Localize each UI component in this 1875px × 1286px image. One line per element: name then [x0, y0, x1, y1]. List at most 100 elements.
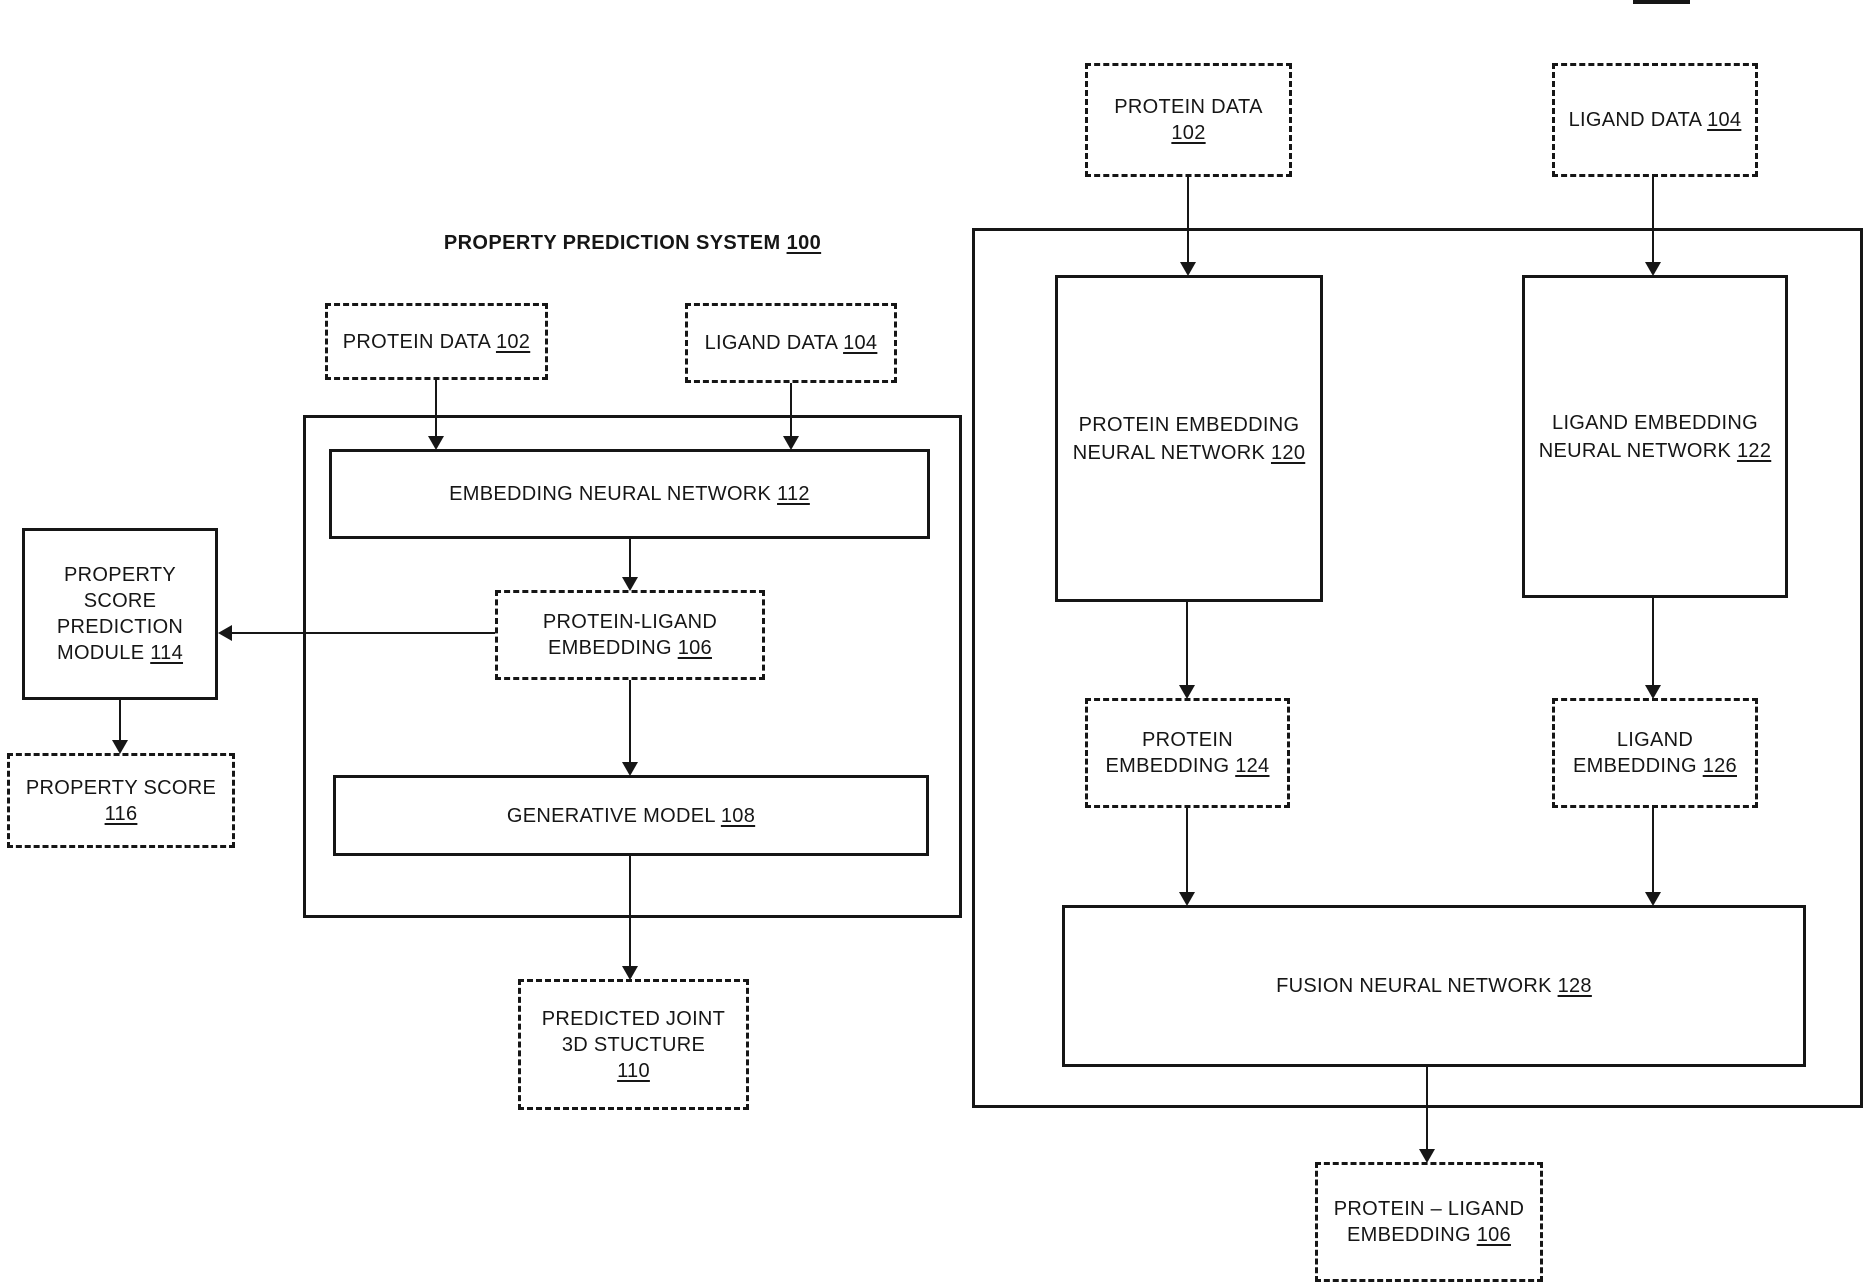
embedding-neural-network-label: EMBEDDING NEURAL NETWORK	[449, 483, 772, 505]
arrow-penn-to-protein-embedding-head	[1179, 685, 1195, 699]
penn-ref: 120	[1270, 441, 1306, 464]
arrow-enn-to-embedding-line	[629, 539, 631, 579]
left-protein-ligand-embedding-label2: EMBEDDING	[548, 637, 672, 659]
psp-module-ref: 114	[150, 642, 184, 664]
ligand-embedding-neural-network-box: LIGAND EMBEDDING NEURAL NETWORK 122	[1522, 275, 1788, 598]
generative-model-box: GENERATIVE MODEL 108	[333, 775, 929, 856]
predicted-joint-line3: 110	[617, 1058, 650, 1084]
left-protein-data-label: PROTEIN DATA	[342, 330, 491, 353]
left-protein-data-box: PROTEIN DATA 102	[325, 303, 548, 380]
ligand-embedding-label2: EMBEDDING	[1573, 755, 1697, 777]
left-protein-ligand-embedding-ref: 106	[677, 637, 712, 659]
arrow-embedding-to-module-head	[218, 625, 232, 641]
lenn-line1: LIGAND EMBEDDING	[1552, 411, 1758, 434]
penn-line2: NEURAL NETWORK 120	[1073, 439, 1306, 467]
right-protein-data-ref: 102	[1171, 122, 1206, 144]
property-score-line1: PROPERTY SCORE	[25, 776, 217, 799]
right-protein-ligand-embedding-box: PROTEIN – LIGAND EMBEDDING 106	[1315, 1162, 1543, 1282]
arrow-rligand-data-to-lenn-line	[1652, 177, 1654, 264]
left-ligand-data-line: LIGAND DATA 104	[705, 330, 878, 356]
penn-line1: PROTEIN EMBEDDING	[1078, 413, 1300, 436]
protein-embedding-box: PROTEIN EMBEDDING 124	[1085, 698, 1290, 808]
arrow-enn-to-embedding-head	[622, 577, 638, 591]
right-ple-label2: EMBEDDING	[1347, 1224, 1471, 1246]
arrow-left-protein-data-to-enn-line	[435, 380, 437, 438]
right-ple-line2: EMBEDDING 106	[1347, 1222, 1511, 1248]
arrow-embedding-to-module-line	[231, 632, 495, 634]
arrow-lenn-to-ligand-embedding-head	[1645, 685, 1661, 699]
embedding-neural-network-ref: 112	[777, 483, 810, 505]
arrow-generative-to-structure-line	[629, 856, 631, 968]
left-ligand-data-box: LIGAND DATA 104	[685, 303, 897, 383]
right-protein-data-line2: 102	[1171, 120, 1205, 146]
left-protein-ligand-embedding-box: PROTEIN-LIGAND EMBEDDING 106	[495, 590, 765, 680]
left-system-title-ref: 100	[786, 232, 822, 254]
psp-module-label4: MODULE	[56, 642, 145, 664]
left-system-title-label: PROPERTY PREDICTION SYSTEM	[443, 232, 781, 254]
left-protein-data-line: PROTEIN DATA 102	[343, 329, 530, 355]
protein-embedding-ref: 124	[1235, 755, 1270, 777]
psp-module-line4: MODULE 114	[57, 640, 183, 666]
predicted-joint-3d-structure-box: PREDICTED JOINT 3D STUCTURE 110	[518, 979, 749, 1110]
generative-model-ref: 108	[720, 804, 756, 827]
arrow-left-ligand-data-to-enn-head	[783, 436, 799, 450]
arrow-rligand-data-to-lenn-head	[1645, 262, 1661, 276]
right-ligand-data-label: LIGAND DATA	[1568, 109, 1702, 131]
psp-module-line2: SCORE	[83, 590, 157, 612]
arrow-fusion-to-output-head	[1419, 1149, 1435, 1163]
ligand-embedding-box: LIGAND EMBEDDING 126	[1552, 698, 1758, 808]
arrow-rprotein-data-to-penn-head	[1180, 262, 1196, 276]
protein-embedding-label2: EMBEDDING	[1105, 755, 1230, 777]
right-ple-line1: PROTEIN – LIGAND	[1333, 1198, 1525, 1220]
property-score-ref: 116	[104, 802, 138, 825]
right-ligand-data-box: LIGAND DATA 104	[1552, 63, 1758, 177]
arrow-fusion-to-output-line	[1426, 1067, 1428, 1151]
arrow-protein-embedding-to-fusion-line	[1186, 808, 1188, 894]
arrow-rprotein-data-to-penn-line	[1187, 177, 1189, 264]
arrow-module-to-score-line	[119, 700, 121, 742]
arrow-ligand-embedding-to-fusion-line	[1652, 808, 1654, 894]
right-ligand-data-line: LIGAND DATA 104	[1569, 107, 1742, 133]
arrow-left-ligand-data-to-enn-line	[790, 383, 792, 438]
arrow-ligand-embedding-to-fusion-head	[1645, 892, 1661, 906]
penn-label2: NEURAL NETWORK	[1072, 441, 1266, 464]
fusion-label: FUSION NEURAL NETWORK	[1276, 975, 1552, 997]
ligand-embedding-line1: LIGAND	[1616, 729, 1694, 751]
arrow-lenn-to-ligand-embedding-line	[1652, 598, 1654, 687]
right-protein-data-line1: PROTEIN DATA	[1114, 96, 1263, 118]
lenn-label2: NEURAL NETWORK	[1538, 439, 1732, 462]
property-score-prediction-module-box: PROPERTY SCORE PREDICTION MODULE 114	[22, 528, 218, 700]
generative-model-label: GENERATIVE MODEL	[506, 804, 716, 827]
right-ligand-data-ref: 104	[1707, 109, 1742, 131]
embedding-neural-network-line: EMBEDDING NEURAL NETWORK 112	[449, 481, 810, 507]
left-protein-data-ref: 102	[495, 330, 531, 353]
property-score-box: PROPERTY SCORE 116	[7, 753, 235, 848]
lenn-ref: 122	[1736, 439, 1772, 462]
psp-module-line1: PROPERTY	[63, 564, 177, 586]
fusion-line: FUSION NEURAL NETWORK 128	[1276, 973, 1592, 999]
left-protein-ligand-embedding-line2: EMBEDDING 106	[548, 635, 712, 661]
protein-embedding-neural-network-box: PROTEIN EMBEDDING NEURAL NETWORK 120	[1055, 275, 1323, 602]
fusion-neural-network-box: FUSION NEURAL NETWORK 128	[1062, 905, 1806, 1067]
generative-model-line: GENERATIVE MODEL 108	[507, 803, 755, 829]
fusion-ref: 128	[1557, 975, 1592, 997]
ligand-embedding-line2: EMBEDDING 126	[1573, 753, 1737, 779]
protein-embedding-line2: EMBEDDING 124	[1106, 753, 1270, 779]
arrow-module-to-score-head	[112, 740, 128, 754]
left-system-title: PROPERTY PREDICTION SYSTEM 100	[303, 230, 962, 258]
psp-module-line3: PREDICTION	[56, 616, 184, 638]
predicted-joint-line1: PREDICTED JOINT	[541, 1007, 726, 1030]
right-protein-data-box: PROTEIN DATA 102	[1085, 63, 1292, 177]
right-ple-ref: 106	[1476, 1224, 1511, 1246]
predicted-joint-ref: 110	[617, 1059, 650, 1082]
arrow-embedding-to-generative-line	[629, 680, 631, 764]
property-prediction-system-container	[303, 415, 962, 918]
arrow-left-protein-data-to-enn-head	[428, 436, 444, 450]
left-ligand-data-label: LIGAND DATA	[704, 332, 838, 354]
property-score-line2: 116	[105, 801, 138, 827]
left-protein-ligand-embedding-line1: PROTEIN-LIGAND	[542, 611, 718, 633]
arrow-embedding-to-generative-head	[622, 762, 638, 776]
cropped-figure-underline-mark	[1633, 0, 1690, 4]
arrow-protein-embedding-to-fusion-head	[1179, 892, 1195, 906]
